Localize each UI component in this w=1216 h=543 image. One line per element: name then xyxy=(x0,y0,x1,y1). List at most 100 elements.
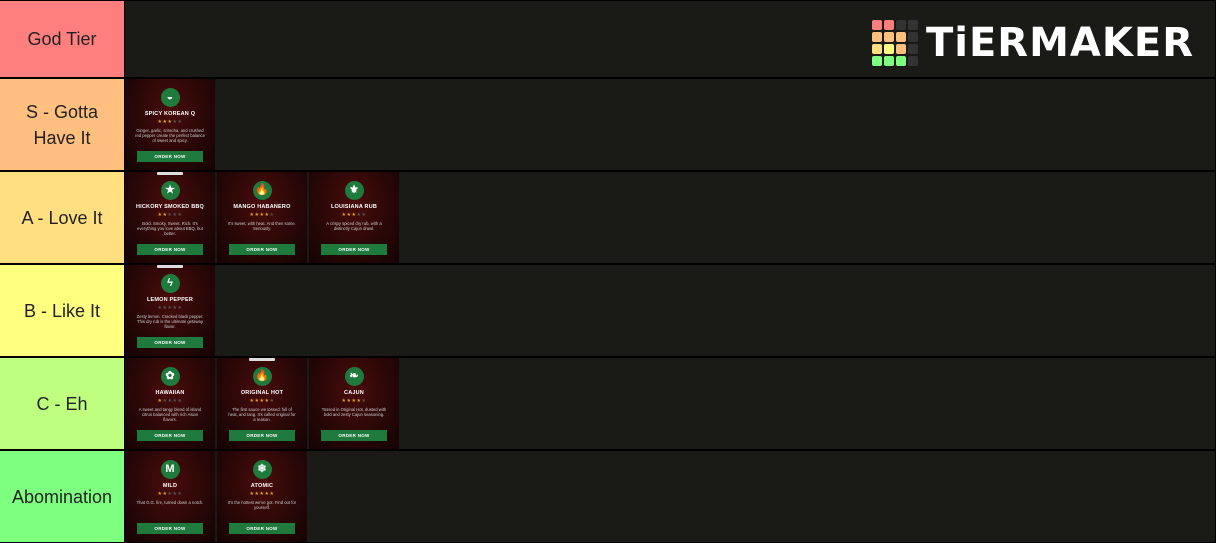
heat-rating: ★★★★★ xyxy=(158,212,183,218)
rating-star-icon: ★ xyxy=(172,119,178,125)
logo-grid-cell xyxy=(871,20,882,30)
logo-grid-cell xyxy=(907,32,918,42)
rating-star-icon: ★ xyxy=(356,398,362,404)
rating-star-icon: ★ xyxy=(177,212,183,218)
rating-star-icon: ★ xyxy=(157,398,163,404)
heat-rating: ★★★★★ xyxy=(250,398,275,404)
flavor-name: LOUISIANA RUB xyxy=(330,204,378,210)
tier-label[interactable]: C - Eh xyxy=(0,358,124,449)
rating-star-icon: ★ xyxy=(172,212,178,218)
rating-star-icon: ★ xyxy=(249,212,255,218)
m-letter-icon: M xyxy=(160,460,180,479)
rating-star-icon: ★ xyxy=(167,212,173,218)
heat-rating: ★★★★★ xyxy=(250,212,275,218)
flavor-description: That O.G. fire, turned down a notch. xyxy=(136,500,204,505)
logo-grid-cell xyxy=(895,44,906,54)
rating-star-icon: ★ xyxy=(157,212,163,218)
rating-star-icon: ★ xyxy=(259,398,265,404)
tier-items-area[interactable]: ★HICKORY SMOKED BBQ★★★★★Bold. Smoky. Swe… xyxy=(125,172,1215,263)
rating-star-icon: ★ xyxy=(167,119,173,125)
logo-grid-cell xyxy=(883,44,894,54)
flavor-description: A sweet and tangy blend of island citrus… xyxy=(138,407,202,423)
order-now-button: ORDER NOW xyxy=(137,337,203,348)
flavor-name: ATOMIC xyxy=(250,483,274,489)
order-now-button: ORDER NOW xyxy=(229,244,295,255)
rating-star-icon: ★ xyxy=(162,212,168,218)
logo-grid-cell xyxy=(895,20,906,30)
rating-star-icon: ★ xyxy=(172,305,178,311)
tier-row: God Tier xyxy=(0,1,1216,77)
flame-icon: 🔥 xyxy=(252,367,272,386)
flavor-name: SPICY KOREAN Q xyxy=(144,111,196,117)
tier-items-area[interactable]: ✿HAWAIIAN★★★★★A sweet and tangy blend of… xyxy=(125,358,1215,449)
flavor-description: It's sweet, with heat. And then some. Se… xyxy=(228,221,296,232)
flavor-card[interactable]: ✿HAWAIIAN★★★★★A sweet and tangy blend of… xyxy=(125,358,215,449)
logo-grid-cell xyxy=(895,32,906,42)
tier-label[interactable]: Abomination xyxy=(0,451,124,542)
rating-star-icon: ★ xyxy=(162,305,168,311)
rating-star-icon: ★ xyxy=(259,491,265,497)
tier-label[interactable]: A - Love It xyxy=(0,172,124,263)
rating-star-icon: ★ xyxy=(351,398,357,404)
flavor-card[interactable]: ★HICKORY SMOKED BBQ★★★★★Bold. Smoky. Swe… xyxy=(125,172,215,263)
order-now-button: ORDER NOW xyxy=(137,244,203,255)
tiermaker-logo: TiERMAKER xyxy=(871,19,1194,67)
flavor-card[interactable]: ◒SPICY KOREAN Q★★★★★Ginger, garlic, srir… xyxy=(125,79,215,170)
rating-star-icon: ★ xyxy=(361,398,367,404)
order-now-button: ORDER NOW xyxy=(321,430,387,441)
flavor-card[interactable]: 🔥MANGO HABANERO★★★★★It's sweet, with hea… xyxy=(217,172,307,263)
tier-label[interactable]: B - Like It xyxy=(0,265,124,356)
tier-items-area[interactable] xyxy=(125,1,1215,77)
logo-grid-cell xyxy=(883,32,894,42)
rating-star-icon: ★ xyxy=(346,212,352,218)
rating-star-icon: ★ xyxy=(341,398,347,404)
flavor-description: The first sauce we tossed: full of heat,… xyxy=(228,407,296,423)
rating-star-icon: ★ xyxy=(167,305,173,311)
rating-star-icon: ★ xyxy=(177,398,183,404)
flavor-card[interactable]: 🔥ORIGINAL HOT★★★★★The first sauce we tos… xyxy=(217,358,307,449)
flavor-description: Bold. Smoky. Sweet. Rich. It's everythin… xyxy=(137,221,203,237)
rating-star-icon: ★ xyxy=(162,398,168,404)
logo-grid-icon xyxy=(871,20,918,66)
logo-wordmark: TiERMAKER xyxy=(925,20,1194,66)
rating-star-icon: ★ xyxy=(351,212,357,218)
heat-rating: ★★★★★ xyxy=(158,305,183,311)
rating-star-icon: ★ xyxy=(269,491,275,497)
heat-rating: ★★★★★ xyxy=(342,398,367,404)
rating-star-icon: ★ xyxy=(254,491,260,497)
flavor-description: It's the hottest we've got. Find out for… xyxy=(227,500,297,511)
rating-star-icon: ★ xyxy=(361,212,367,218)
logo-grid-cell xyxy=(871,44,882,54)
rating-star-icon: ★ xyxy=(264,212,270,218)
order-now-button: ORDER NOW xyxy=(229,523,295,534)
tier-label[interactable]: God Tier xyxy=(0,1,124,77)
tier-label[interactable]: S - Gotta Have It xyxy=(0,79,124,170)
tier-items-area[interactable]: ◒SPICY KOREAN Q★★★★★Ginger, garlic, srir… xyxy=(125,79,1215,170)
sauce-drop-icon: ◒ xyxy=(160,88,180,107)
rating-star-icon: ★ xyxy=(157,119,163,125)
logo-grid-cell xyxy=(907,20,918,30)
rating-star-icon: ★ xyxy=(167,491,173,497)
rating-star-icon: ★ xyxy=(162,491,168,497)
rating-star-icon: ★ xyxy=(162,119,168,125)
flavor-card[interactable]: ❧CAJUN★★★★★Tossed in Original Hot, duste… xyxy=(309,358,399,449)
bolt-icon: ϟ xyxy=(160,274,180,293)
card-tag xyxy=(157,265,183,268)
rating-star-icon: ★ xyxy=(269,398,275,404)
rating-star-icon: ★ xyxy=(172,398,178,404)
rating-star-icon: ★ xyxy=(356,212,362,218)
logo-grid-cell xyxy=(883,56,894,66)
flavor-card[interactable]: ❄ATOMIC★★★★★It's the hottest we've got. … xyxy=(217,451,307,542)
flame-icon: 🔥 xyxy=(252,181,272,200)
hibiscus-icon: ✿ xyxy=(160,367,180,386)
logo-grid-cell xyxy=(907,44,918,54)
heat-rating: ★★★★★ xyxy=(342,212,367,218)
order-now-button: ORDER NOW xyxy=(137,151,203,162)
flavor-card[interactable]: ⚜LOUISIANA RUB★★★★★A crispy spiced dry r… xyxy=(309,172,399,263)
